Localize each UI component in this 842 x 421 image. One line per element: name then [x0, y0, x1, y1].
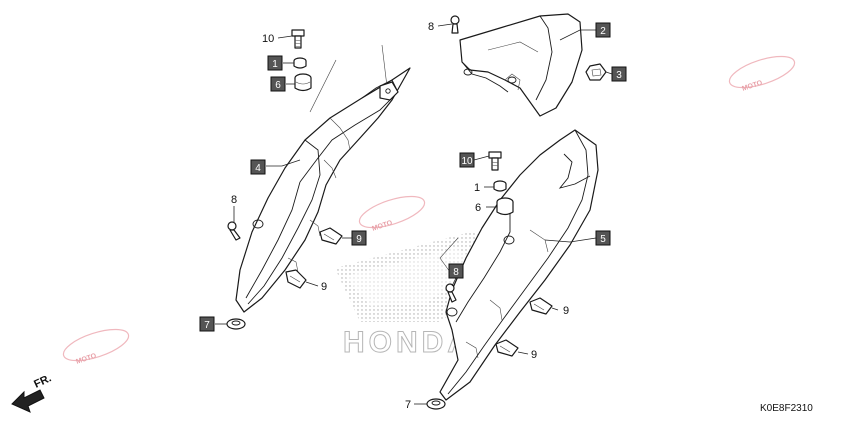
nut-3	[585, 63, 607, 81]
collar-1-right	[493, 180, 507, 192]
callout-9-right-upper: 9	[563, 305, 569, 317]
seat-cowl	[459, 13, 583, 117]
clip-9-left-upper	[319, 227, 343, 245]
front-direction-indicator: FR.	[11, 372, 53, 413]
watermark-text: MOTO	[75, 352, 98, 365]
callouts-boxed: 1 6 4 2 3 9 7 10 5 8	[199, 22, 627, 332]
clip-9-right-lower	[495, 339, 519, 357]
bolt-10-right	[488, 151, 502, 171]
callout-3: 3	[616, 70, 622, 81]
callout-10-top: 10	[262, 33, 274, 45]
front-arrow-icon	[11, 389, 45, 413]
clip-9-left-lower	[285, 269, 307, 289]
screw-8-right	[445, 283, 457, 303]
bolt-10-top	[291, 29, 305, 49]
callout-1-right: 1	[474, 182, 480, 194]
callout-8-top: 8	[428, 21, 434, 33]
watermark-text: MOTO	[371, 219, 394, 232]
callout-7-bottom: 7	[405, 399, 411, 411]
callout-6-right: 6	[475, 202, 481, 214]
watermark-text: MOTO	[741, 79, 764, 92]
watermark-bottom-left: MOTO	[62, 328, 130, 366]
grommet-7-bottom	[426, 398, 446, 410]
callout-7-left: 7	[204, 320, 210, 331]
front-label: FR.	[32, 372, 53, 390]
callout-5: 5	[600, 234, 606, 245]
screw-8-left	[227, 221, 241, 241]
right-side-cover	[439, 129, 599, 401]
collar-1-top	[293, 57, 307, 69]
callout-8-left: 8	[231, 194, 237, 206]
callout-2: 2	[600, 26, 606, 37]
screw-8-top	[450, 15, 460, 34]
clip-9-right-upper	[529, 297, 553, 315]
callout-9-right-lower: 9	[531, 349, 537, 361]
callout-10-right-box: 10	[461, 156, 473, 167]
callout-8-right: 8	[453, 267, 459, 278]
left-side-cover	[235, 44, 411, 313]
emblem-lettering: HONDA	[343, 326, 473, 359]
watermark-center: MOTO	[358, 195, 426, 233]
leader-lines	[215, 23, 613, 405]
watermark-top-right: MOTO	[728, 55, 796, 93]
callout-6-top: 6	[275, 80, 281, 91]
callout-1-top: 1	[272, 59, 278, 70]
grommet-6-right	[496, 197, 514, 216]
drawing-code: K0E8F2310	[760, 403, 813, 414]
callout-9-left: 9	[321, 281, 327, 293]
callout-9-left-upper: 9	[356, 234, 362, 245]
grommet-7-left	[226, 318, 246, 330]
grommet-6-top	[294, 73, 312, 92]
callout-4: 4	[255, 163, 261, 174]
